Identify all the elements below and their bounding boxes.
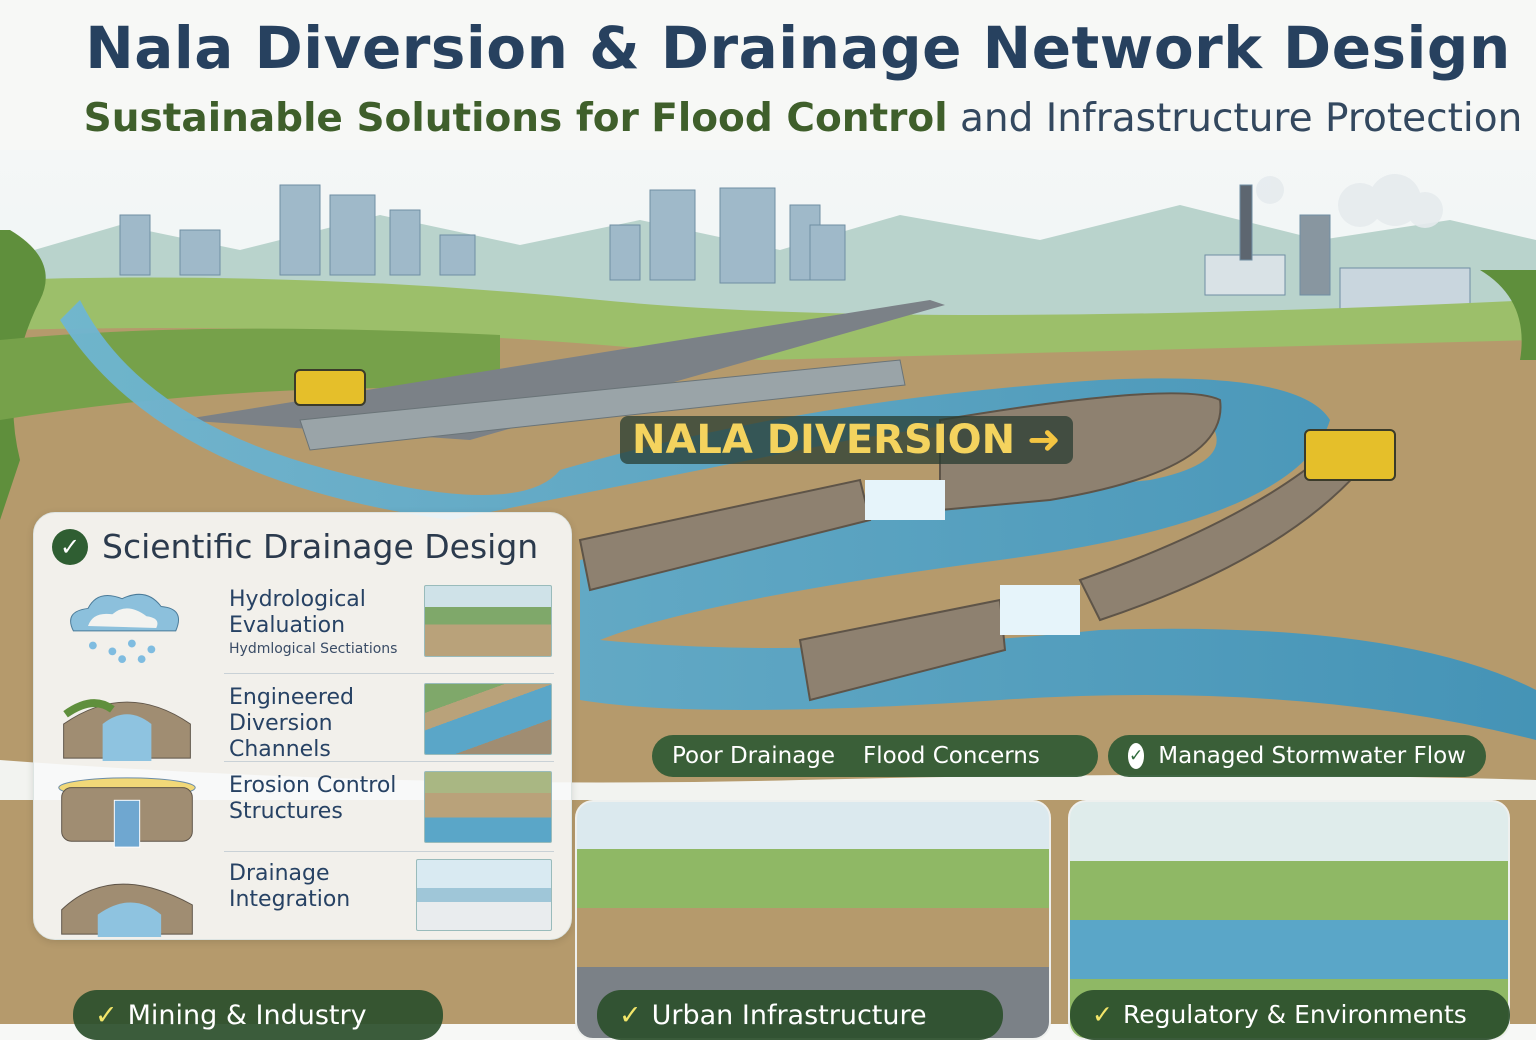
- divider: [224, 851, 554, 852]
- sector-regulatory-environments: ✓ Regulatory & Environments: [1070, 990, 1510, 1040]
- rain-cloud-icon: [70, 593, 179, 664]
- sector-mining-industry: ✓ Mining & Industry: [73, 990, 443, 1040]
- item-title: Erosion Control Structures: [229, 773, 397, 824]
- panel-title-text: Scientific Drainage Design: [102, 527, 539, 566]
- check-icon: ✓: [619, 1000, 642, 1031]
- managed-stormwater-label: Managed Stormwater Flow: [1158, 743, 1466, 769]
- panel-item-drainage-integration: Drainage Integration: [44, 857, 564, 943]
- stone-walls: [578, 392, 1362, 702]
- page-subtitle: Sustainable Solutions for Flood Control …: [0, 96, 1536, 141]
- city-skyline: [119, 184, 1471, 314]
- sector-label: Urban Infrastructure: [651, 1000, 927, 1031]
- panel-item-diversion-channels: Engineered Diversion Channels: [44, 681, 564, 767]
- sector-label: Regulatory & Environments: [1122, 1000, 1467, 1029]
- drainage-integration-thumbnail: [416, 859, 552, 931]
- subtitle-part-1: Sustainable Solutions for: [83, 96, 639, 141]
- sector-label: Mining & Industry: [127, 1000, 367, 1031]
- divider: [224, 673, 554, 674]
- bridge: [299, 359, 906, 451]
- stone-channel-icon: [63, 699, 191, 762]
- check-circle-icon: ✓: [52, 528, 88, 565]
- subtitle-part-2: Flood Control: [651, 96, 948, 141]
- sector-urban-infrastructure: ✓ Urban Infrastructure: [597, 990, 1003, 1040]
- page-title: Nala Diversion & Drainage Network Design: [85, 14, 1511, 82]
- divider: [224, 761, 554, 762]
- check-icon: ✓: [95, 1000, 118, 1031]
- vehicles: [294, 369, 1396, 481]
- river: [60, 300, 1536, 740]
- diversion-channel-thumbnail: [424, 683, 552, 755]
- solution-pill: ✓ Managed Stormwater Flow: [1108, 735, 1486, 777]
- problem-pill: Poor Drainage Flood Concerns: [652, 735, 1098, 777]
- hydrological-thumbnail: [424, 585, 552, 657]
- check-circle-icon: ✓: [1128, 743, 1145, 769]
- scientific-drainage-panel: ✓ Scientific Drainage Design Hydrological…: [33, 512, 572, 940]
- poor-drainage-label: Poor Drainage: [672, 743, 836, 769]
- arrow-right-icon: ➜: [1027, 417, 1061, 463]
- panel-title: ✓ Scientific Drainage Design: [52, 527, 538, 566]
- nala-diversion-text: NALA DIVERSION: [632, 417, 1016, 463]
- flood-concerns-label: Flood Concerns: [863, 743, 1040, 769]
- subtitle-part-3: and Infrastructure Protection: [959, 96, 1523, 141]
- drainage-bridge-icon: [61, 883, 193, 938]
- erosion-structure-icon: [58, 777, 196, 848]
- item-subtitle: Hydmlogical Sectiations: [229, 641, 398, 657]
- nala-diversion-label: NALA DIVERSION ➜: [620, 416, 1073, 464]
- item-title: Hydrological Evaluation: [229, 587, 366, 638]
- panel-item-erosion-control: Erosion Control Structures: [44, 769, 564, 855]
- item-title: Drainage Integration: [229, 861, 351, 912]
- check-icon: ✓: [1092, 1000, 1113, 1029]
- erosion-control-thumbnail: [424, 771, 552, 843]
- road: [180, 300, 945, 440]
- item-title: Engineered Diversion Channels: [229, 685, 354, 762]
